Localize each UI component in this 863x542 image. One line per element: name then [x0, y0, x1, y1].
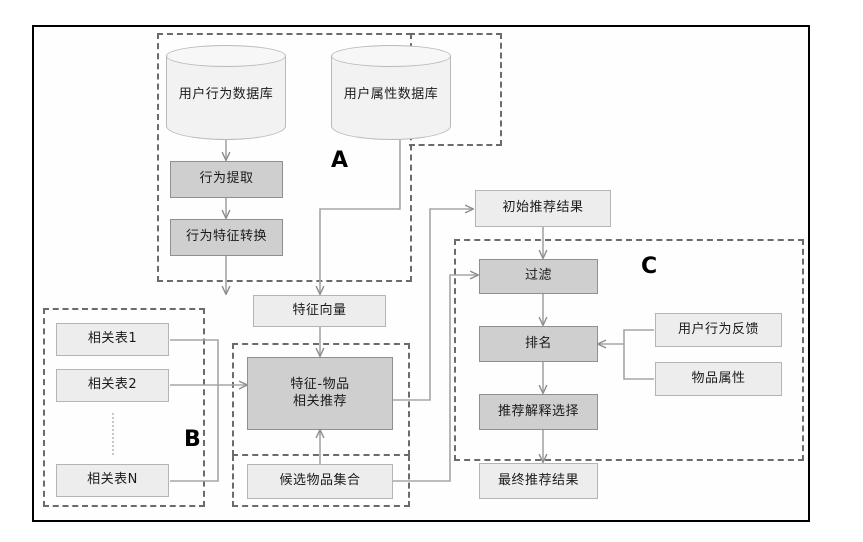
node-behavior-feature-transform-label: 行为特征转换: [185, 229, 267, 245]
cylinder-user-attribute-db: 用户属性数据库: [331, 45, 451, 140]
node-ranking-label: 排名: [524, 335, 552, 351]
node-candidate-item-set[interactable]: 候选物品集合: [247, 464, 393, 499]
node-related-table-n-label: 相关表N: [87, 472, 138, 488]
user-behavior-db-label: 用户行为数据库: [178, 87, 274, 102]
node-recommend-explanation-select[interactable]: 推荐解释选择: [479, 394, 598, 430]
group-box-c: [454, 239, 804, 461]
node-related-table-1[interactable]: 相关表1: [56, 323, 169, 356]
cylinder-body: [331, 56, 451, 140]
node-behavior-extract-label: 行为提取: [199, 171, 254, 187]
node-feature-vector[interactable]: 特征向量: [253, 295, 386, 327]
node-initial-recommend-result[interactable]: 初始推荐结果: [475, 190, 611, 227]
node-behavior-extract[interactable]: 行为提取: [170, 161, 283, 198]
node-filter-label: 过滤: [524, 268, 552, 284]
node-filter[interactable]: 过滤: [479, 259, 598, 294]
group-label-b: B: [184, 427, 201, 452]
ellipsis-dots: [112, 413, 114, 455]
group-box-a: [157, 33, 412, 282]
node-final-recommend-result-label: 最终推荐结果: [497, 472, 579, 488]
node-user-behavior-feedback-label: 用户行为反馈: [677, 321, 759, 337]
node-feature-item-recommend[interactable]: 特征-物品 相关推荐: [247, 357, 393, 430]
cylinder-top: [166, 45, 286, 67]
cylinder-top: [331, 45, 451, 67]
node-feature-item-recommend-line2: 相关推荐: [292, 393, 347, 409]
node-feature-item-recommend-line1: 特征-物品: [290, 377, 350, 393]
node-related-table-2-label: 相关表2: [87, 377, 138, 393]
node-feature-vector-label: 特征向量: [292, 302, 347, 318]
group-box-a-right: [409, 33, 502, 146]
group-box-b: [43, 308, 205, 507]
node-initial-recommend-result-label: 初始推荐结果: [502, 200, 584, 216]
node-related-table-2[interactable]: 相关表2: [56, 369, 169, 402]
cylinder-body: [166, 56, 286, 140]
group-label-a: A: [331, 148, 349, 173]
node-item-attribute-label: 物品属性: [691, 370, 746, 386]
node-behavior-feature-transform[interactable]: 行为特征转换: [170, 219, 283, 256]
cylinder-user-behavior-db: 用户行为数据库: [166, 45, 286, 140]
node-candidate-item-set-label: 候选物品集合: [279, 473, 361, 489]
group-label-c: C: [641, 254, 658, 279]
node-item-attribute[interactable]: 物品属性: [655, 362, 782, 396]
node-recommend-explanation-select-label: 推荐解释选择: [497, 403, 579, 419]
node-user-behavior-feedback[interactable]: 用户行为反馈: [655, 313, 782, 347]
node-final-recommend-result[interactable]: 最终推荐结果: [479, 463, 598, 499]
node-ranking[interactable]: 排名: [479, 326, 598, 362]
user-attribute-db-label: 用户属性数据库: [343, 87, 439, 102]
node-related-table-n[interactable]: 相关表N: [56, 464, 169, 497]
node-related-table-1-label: 相关表1: [87, 331, 138, 347]
